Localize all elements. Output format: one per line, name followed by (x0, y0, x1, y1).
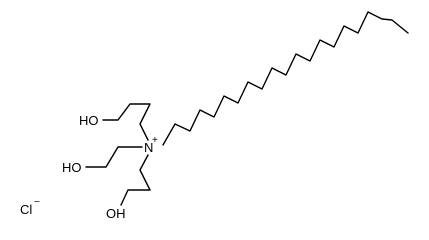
arm-bottom-bonds (120, 154, 151, 206)
chloride-charge: − (34, 197, 40, 208)
hydroxyethyl-arm-top (102, 103, 151, 141)
hydroxyl-label-middle: HO (62, 160, 82, 175)
structure-canvas: HO HO OH N + Cl − (20, 11, 409, 221)
nitrogen-label: N (144, 140, 153, 155)
chemical-structure: HO HO OH N + Cl − (20, 11, 409, 221)
hydroxyl-label-top: HO (79, 113, 99, 128)
hydroxyethyl-arm-middle (85, 146, 143, 168)
arm-middle-bonds (85, 146, 143, 168)
nitrogen-charge: + (152, 135, 158, 146)
arm-top-bonds (102, 103, 151, 141)
hydroxyethyl-arm-bottom (120, 154, 151, 206)
chloride-label: Cl (20, 202, 32, 217)
alkyl-chain-bonds (162, 11, 409, 146)
tetradecyl-chain (162, 11, 409, 146)
hydroxyl-label-bottom: OH (106, 206, 126, 221)
